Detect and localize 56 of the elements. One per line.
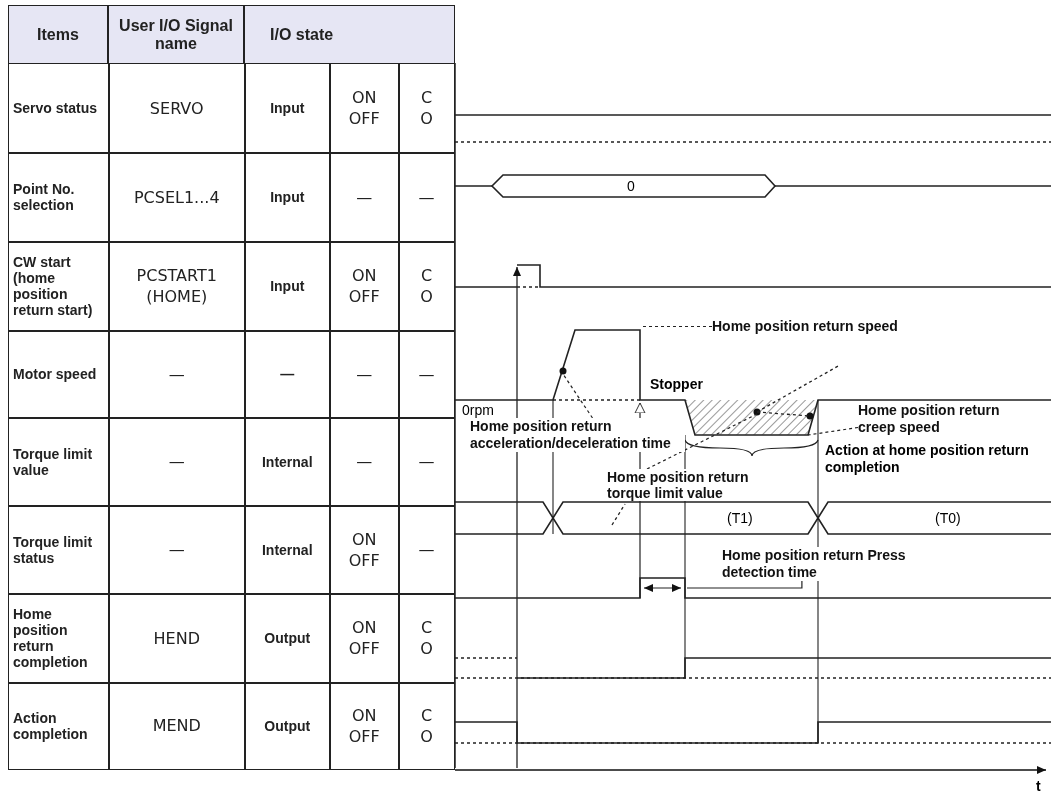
state-values: ON OFF bbox=[348, 617, 380, 660]
state-values: ON OFF bbox=[348, 87, 380, 130]
state-values: — bbox=[356, 363, 373, 385]
leader-line bbox=[641, 325, 713, 328]
io-type: Input bbox=[270, 100, 305, 117]
signal-name: PCSEL1...4 bbox=[133, 186, 220, 208]
contact-type: C O bbox=[420, 617, 433, 660]
item-name: Torque limit status bbox=[13, 533, 94, 566]
state-values: ON OFF bbox=[348, 528, 380, 571]
io-type: Output bbox=[264, 717, 311, 734]
contact-type: C O bbox=[420, 265, 433, 308]
bus-value: (T0) bbox=[935, 510, 961, 527]
io-type: Output bbox=[264, 630, 311, 647]
leader-line bbox=[562, 373, 594, 419]
contact-type: — bbox=[418, 186, 435, 208]
io-type: Internal bbox=[261, 453, 313, 470]
leader-line bbox=[686, 580, 803, 589]
io-type: Internal bbox=[261, 541, 313, 558]
signal-name: PCSTART1 (HOME) bbox=[135, 265, 218, 308]
signal-name: MEND bbox=[152, 715, 201, 737]
callout-text: Home position return acceleration/deceleration time bbox=[470, 418, 685, 452]
item-name: Torque limit value bbox=[13, 445, 94, 478]
io-type: Input bbox=[270, 189, 305, 206]
column-header: User I/O Signal name bbox=[118, 16, 234, 53]
contact-type: C O bbox=[420, 704, 433, 747]
state-values: ON OFF bbox=[348, 704, 380, 747]
annotation-text: Action at home position return completion bbox=[825, 442, 1030, 476]
item-name: Home position return completion bbox=[13, 606, 89, 671]
signal-name: SERVO bbox=[149, 97, 204, 119]
axis-label: t bbox=[1036, 778, 1041, 795]
item-name: Point No. selection bbox=[13, 181, 76, 214]
item-name: Servo status bbox=[13, 100, 98, 117]
io-type: — bbox=[280, 366, 295, 383]
signal-name: — bbox=[168, 363, 185, 385]
bus-value: (T1) bbox=[727, 510, 753, 527]
item-name: Action completion bbox=[13, 709, 89, 742]
contact-type: — bbox=[418, 539, 435, 561]
axis-label: 0rpm bbox=[462, 402, 494, 419]
leader-line bbox=[646, 413, 758, 470]
signal-name: — bbox=[168, 451, 185, 473]
column-header: I/O state bbox=[270, 25, 334, 44]
column-header: Items bbox=[37, 25, 79, 44]
state-values: — bbox=[356, 186, 373, 208]
io-type: Input bbox=[270, 278, 305, 295]
item-name: CW start (home position return start) bbox=[13, 254, 94, 319]
contact-type: C O bbox=[420, 87, 433, 130]
bus-value: 0 bbox=[627, 178, 635, 195]
signal-name: — bbox=[168, 539, 185, 561]
contact-type: — bbox=[418, 363, 435, 385]
annotation-text: Stopper bbox=[650, 376, 703, 393]
leader-line bbox=[807, 426, 859, 436]
state-values: ON OFF bbox=[348, 265, 380, 308]
contact-type: — bbox=[418, 451, 435, 473]
state-values: — bbox=[356, 451, 373, 473]
signal-name: HEND bbox=[153, 627, 200, 649]
item-name: Motor speed bbox=[13, 366, 97, 383]
